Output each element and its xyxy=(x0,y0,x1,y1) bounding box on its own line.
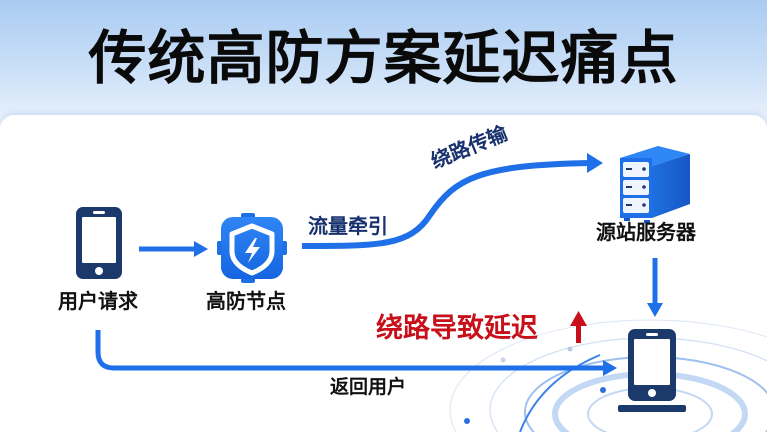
page-title: 传统高防方案延迟痛点 xyxy=(88,24,679,92)
up-arrow-icon xyxy=(570,311,587,343)
node-label-user-request: 用户请求 xyxy=(58,289,138,313)
destination-phone-icon xyxy=(618,329,686,412)
detour-path-arrow xyxy=(301,153,603,249)
edge-label-return-to-user: 返回用户 xyxy=(330,376,407,398)
arrow-user-to-node xyxy=(139,241,208,257)
node-label-origin-server: 源站服务器 xyxy=(596,220,696,244)
edge-label-traffic-diversion: 流量牵引 xyxy=(308,214,388,238)
shield-lightning-icon xyxy=(217,213,287,283)
phone-icon xyxy=(76,207,122,279)
server-icon xyxy=(620,146,690,223)
arrow-server-to-user xyxy=(647,258,663,317)
latency-callout: 绕路导致延迟 xyxy=(376,313,538,344)
return-path-arrow xyxy=(95,330,617,376)
node-label-defense-node: 高防节点 xyxy=(206,289,286,313)
